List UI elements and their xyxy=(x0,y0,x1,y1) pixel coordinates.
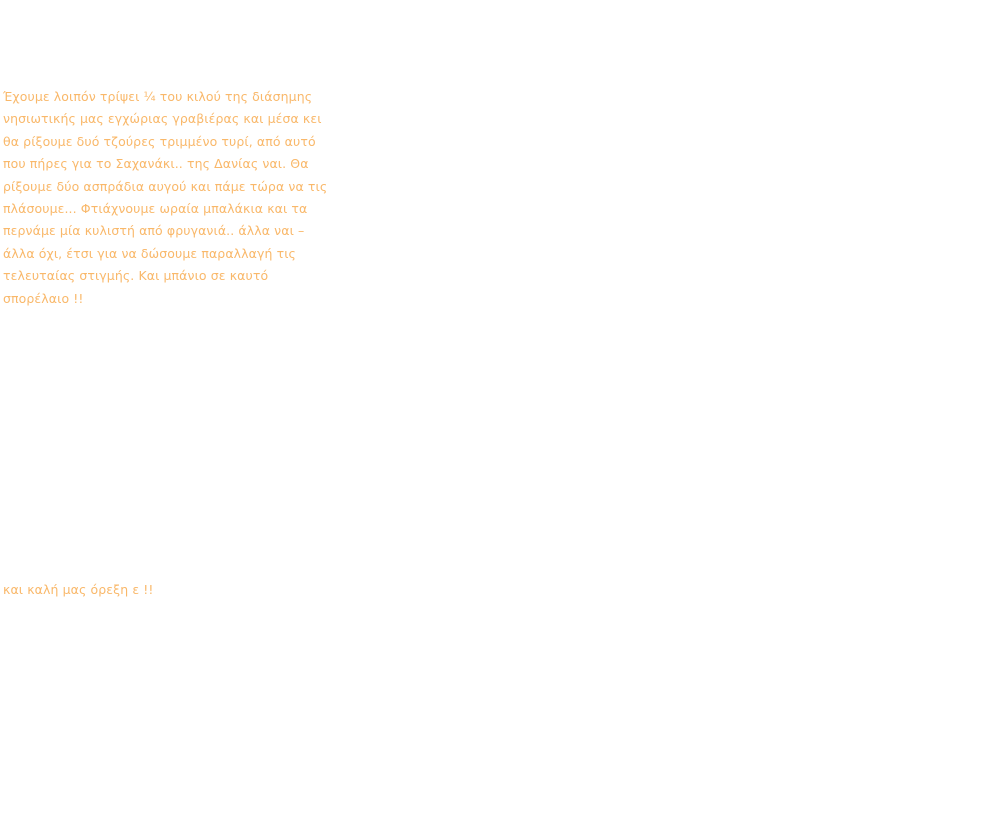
closing-line: και καλή μας όρεξη ε !! xyxy=(3,582,154,597)
recipe-line-3: θα ρίξουμε δυό τζούρες τριμμένο τυρί, απ… xyxy=(3,133,316,149)
recipe-line-7: περνάμε μία κυλιστή από φρυγανιά.. άλλα … xyxy=(3,223,305,239)
recipe-line-2: νησιωτικής μας εγχώριας γραβιέρας και μέ… xyxy=(3,111,322,127)
recipe-line-1: Έχουμε λοιπόν τρίψει ¼ του κιλού της διά… xyxy=(3,89,313,104)
recipe-line-6: πλάσουμε... Φτιάχνουμε ωραία μπαλάκια κα… xyxy=(3,201,308,217)
recipe-line-10: σπορέλαιο !! xyxy=(3,290,84,306)
recipe-paragraph: Έχουμε λοιπόν τρίψει ¼ του κιλού της διά… xyxy=(3,86,328,310)
recipe-line-4: που πήρες για το Σαχανάκι.. της Δανίας ν… xyxy=(3,156,309,172)
recipe-line-9: τελευταίας στιγμής. Και μπάνιο σε καυτό xyxy=(3,268,269,284)
recipe-line-8: άλλα όχι, έτσι για να δώσουμε παραλλαγή … xyxy=(3,245,296,261)
recipe-line-5: ρίξουμε δύο ασπράδια αυγού και πάμε τώρα… xyxy=(3,178,328,194)
